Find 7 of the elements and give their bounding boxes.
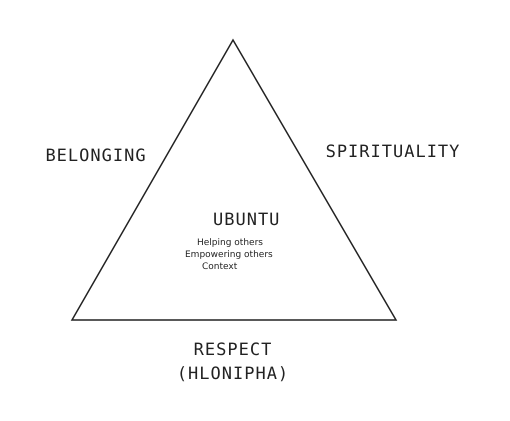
list-item: Empowering others xyxy=(185,250,273,260)
list-item: Helping others xyxy=(197,238,263,248)
side-label: SPIRITUALITY xyxy=(324,141,462,164)
side-label: RESPECT (HLONIPHA) xyxy=(176,339,290,386)
list-item: Context xyxy=(202,262,238,272)
side-label: BELONGING xyxy=(44,145,148,168)
triangle-title: UBUNTU xyxy=(213,210,280,230)
